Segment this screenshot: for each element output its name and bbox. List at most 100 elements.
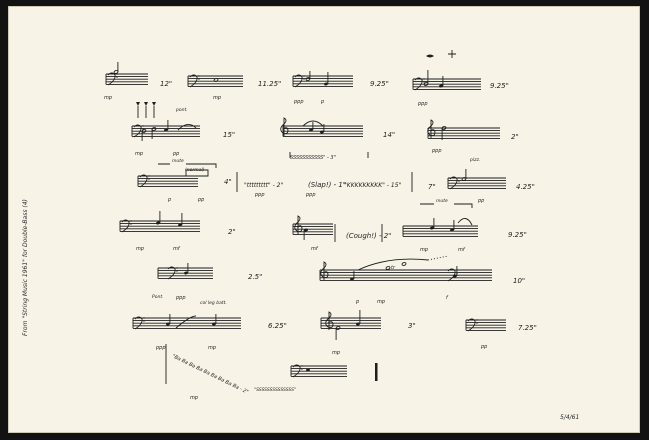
notehead (356, 322, 360, 326)
dynamic-marking: ppp (175, 295, 186, 301)
bass-clef-icon (167, 266, 176, 280)
bass-clef-dot (198, 78, 200, 80)
notehead (401, 262, 407, 266)
bass-clef-icon (134, 316, 143, 330)
duration-label: 15" (223, 131, 235, 139)
bass-clef-dot (458, 177, 460, 179)
treble-clef-icon (320, 261, 329, 280)
arrow-head-icon (136, 102, 140, 106)
bass-clef-dot (130, 220, 132, 222)
bass-clef-dot (458, 180, 460, 182)
spoken-syllable: "Ba Ba Ba Ba Ba Ba Ba Ba Ba - 2" (171, 353, 249, 395)
duration-label: 10" (513, 277, 525, 285)
notehead (430, 226, 434, 230)
bass-clef-icon (294, 74, 303, 88)
duration-label: 7.25" (518, 324, 537, 332)
slur-line (302, 120, 324, 127)
bow-marking-icon (426, 54, 434, 58)
dynamic-marking: ppp (293, 99, 304, 105)
dynamic-marking: mp (136, 246, 144, 252)
bass-clef-dot (303, 78, 305, 80)
duration-label: 2.5" (248, 273, 262, 281)
dynamic-marking: mp (135, 151, 143, 157)
normal-box (185, 169, 209, 177)
bass-clef-dot (142, 125, 144, 127)
notehead (385, 266, 391, 270)
technique-marking: mute (436, 198, 448, 204)
bass-clef-icon (121, 219, 130, 233)
bass-clef-dot (423, 78, 425, 80)
notehead (178, 223, 182, 227)
bass-clef-icon (449, 176, 458, 190)
technique-marking: Pont. (152, 294, 164, 300)
notehead (166, 322, 170, 326)
bracket-line (289, 152, 369, 158)
duration-label: 9.25" (490, 82, 509, 90)
bass-clef-dot (303, 75, 305, 77)
trill-marking: tr (391, 265, 396, 271)
notehead (306, 368, 310, 372)
dynamic-marking: ppp (254, 192, 265, 198)
spoken-syllable: "ttttttttt" - 2" (244, 182, 283, 189)
treble-clef-icon (294, 215, 303, 234)
bass-clef-dot (476, 322, 478, 324)
notehead (212, 322, 216, 326)
duration-label: 6.25" (268, 322, 287, 330)
notehead (320, 130, 324, 134)
bass-clef-dot (198, 75, 200, 77)
bass-clef-icon (189, 74, 198, 88)
bass-clef-dot (176, 267, 178, 269)
bass-clef-dot (176, 270, 178, 272)
bass-clef-dot (301, 365, 303, 367)
bass-clef-dot (116, 76, 118, 78)
dynamic-marking: ppp (305, 192, 316, 198)
bass-clef-dot (476, 319, 478, 321)
spoken-effect: (Slap!) - 1" (308, 181, 346, 189)
notes-group (107, 50, 478, 384)
score-drawing: 12" 11.25" 9.25" 9.25" 15" 14" 2" 4" 7" … (104, 50, 537, 401)
dynamic-marking: f (446, 295, 449, 301)
bass-clef-dot (301, 368, 303, 370)
treble-clef-icon (427, 119, 436, 138)
dynamic-marking: mp (377, 299, 385, 305)
bass-clef-dot (148, 175, 150, 177)
notehead (453, 274, 457, 278)
notehead (439, 84, 443, 88)
dynamic-marking: mf (311, 246, 319, 252)
bass-clef-dot (148, 178, 150, 180)
staff-group (105, 73, 506, 377)
notehead (304, 228, 308, 232)
dynamic-marking: mp (332, 350, 340, 356)
duration-label: 2" (511, 133, 519, 141)
duration-label: 14" (383, 131, 395, 139)
dynamic-marking: ppp (431, 148, 442, 154)
notehead (324, 82, 328, 86)
dotted-line (427, 255, 449, 261)
dynamic-marking: p (355, 299, 359, 305)
dynamic-marking: ppp (417, 101, 428, 107)
slur-line (177, 124, 197, 131)
dynamic-marking: mf (458, 247, 466, 253)
technique-marking: col leg batt. (200, 300, 227, 306)
dynamic-marking: mp (104, 95, 112, 101)
bass-clef-icon (139, 174, 148, 188)
arrow-head-icon (152, 102, 156, 106)
duration-label: 3" (408, 322, 416, 330)
notehead (164, 128, 168, 132)
notehead (184, 271, 188, 275)
bass-clef-dot (143, 317, 145, 319)
vertical-title: From "String Music 1961" for Double-Bass… (22, 199, 29, 336)
dynamic-marking: p (320, 99, 324, 105)
notehead (156, 221, 160, 225)
glissando-line (357, 258, 429, 271)
duration-label: 4" (224, 178, 232, 186)
arrow-head-icon (144, 102, 148, 106)
dynamic-marking: pp (172, 151, 179, 157)
duration-label: 9.25" (508, 231, 527, 239)
technique-marking: (normal) (185, 167, 205, 173)
duration-label: 12" (160, 80, 172, 88)
spoken-effect: (Cough!) - 2" (346, 232, 391, 240)
duration-label: 2" (228, 228, 236, 236)
mute-bracket (420, 203, 473, 208)
technique-marking: mute (172, 158, 184, 164)
